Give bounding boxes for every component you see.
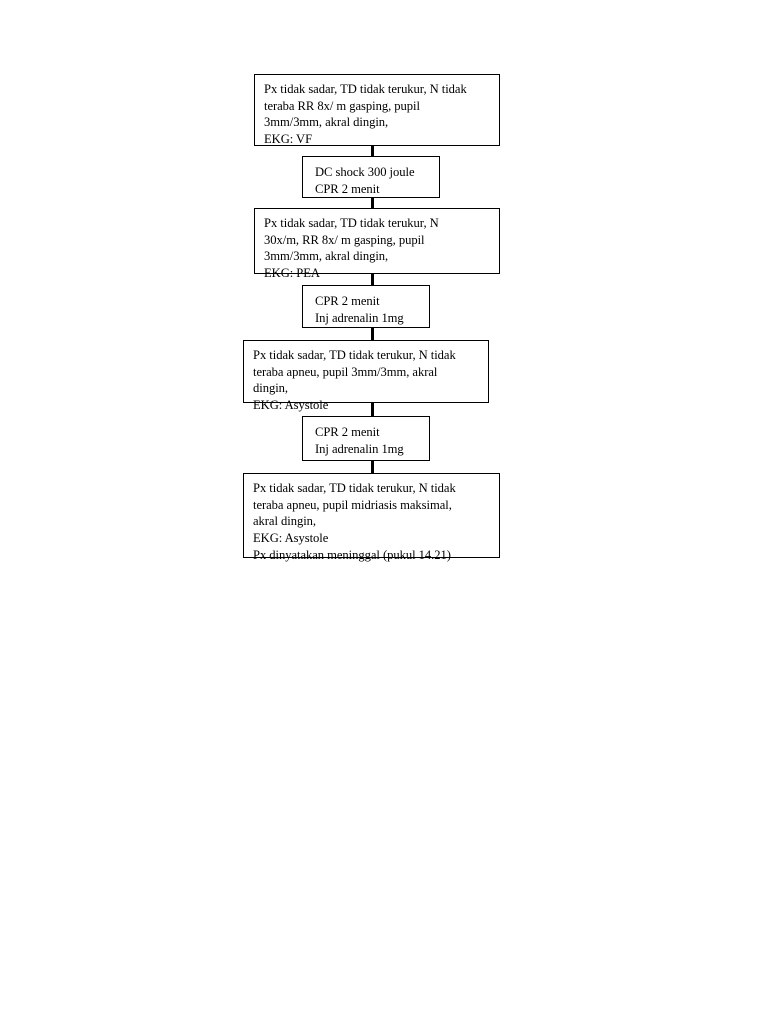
node-state-death[interactable]: Px tidak sadar, TD tidak terukur, N tida… [243, 473, 500, 562]
node-line: 30x/m, RR 8x/ m gasping, pupil [264, 232, 425, 247]
node-line: CPR 2 menit [315, 425, 380, 439]
node-text: Px tidak sadar, TD tidak terukur, N tida… [244, 474, 499, 570]
node-text: DC shock 300 joule CPR 2 menit [303, 157, 439, 203]
node-line: 3mm/3mm, akral dingin, [264, 115, 389, 130]
node-line: Px tidak sadar, TD tidak terukur, N tida… [253, 348, 456, 362]
node-line: akral dingin, [253, 514, 317, 529]
node-line: Px tidak sadar, TD tidak terukur, N [264, 216, 439, 230]
node-line: EKG: VF [264, 132, 313, 147]
node-state-pea[interactable]: Px tidak sadar, TD tidak terukur, N 30x/… [254, 208, 500, 280]
node-line: EKG: Asystole [253, 531, 329, 546]
node-action-cpr-adrenalin-2[interactable]: CPR 2 menit Inj adrenalin 1mg [302, 416, 430, 461]
node-text: Px tidak sadar, TD tidak terukur, N tida… [255, 75, 499, 154]
node-action-dc-shock[interactable]: DC shock 300 joule CPR 2 menit [302, 156, 440, 198]
connector-2 [370, 197, 374, 208]
node-line: Inj adrenalin 1mg [315, 441, 404, 456]
node-text: Px tidak sadar, TD tidak terukur, N 30x/… [255, 209, 499, 288]
node-text: CPR 2 menit Inj adrenalin 1mg [303, 286, 429, 332]
node-line: Px dinyatakan meninggal (pukul 14.21) [253, 547, 451, 562]
connector-1 [370, 145, 374, 156]
connector-4 [370, 328, 374, 340]
node-state-vf[interactable]: Px tidak sadar, TD tidak terukur, N tida… [254, 74, 500, 146]
node-line: CPR 2 menit [315, 181, 380, 196]
node-line: 3mm/3mm, akral dingin, [264, 249, 389, 264]
node-line: CPR 2 menit [315, 294, 380, 308]
node-text: Px tidak sadar, TD tidak terukur, N tida… [244, 341, 488, 420]
node-line: Inj adrenalin 1mg [315, 310, 404, 325]
node-line: Px tidak sadar, TD tidak terukur, N tida… [253, 481, 456, 495]
node-action-cpr-adrenalin-1[interactable]: CPR 2 menit Inj adrenalin 1mg [302, 285, 430, 328]
node-line: dingin, [253, 381, 288, 396]
connector-6 [370, 461, 374, 473]
node-line: EKG: Asystole [253, 398, 329, 413]
node-state-asystole-1[interactable]: Px tidak sadar, TD tidak terukur, N tida… [243, 340, 489, 412]
node-line: DC shock 300 joule [315, 165, 415, 179]
node-line: EKG: PEA [264, 266, 320, 281]
node-line: teraba RR 8x/ m gasping, pupil [264, 98, 420, 113]
node-line: Px tidak sadar, TD tidak terukur, N tida… [264, 82, 467, 96]
node-line: teraba apneu, pupil midriasis maksimal, [253, 497, 452, 512]
node-line: teraba apneu, pupil 3mm/3mm, akral [253, 364, 438, 379]
connector-5 [370, 403, 374, 416]
connector-3 [370, 273, 374, 285]
node-text: CPR 2 menit Inj adrenalin 1mg [303, 417, 429, 463]
